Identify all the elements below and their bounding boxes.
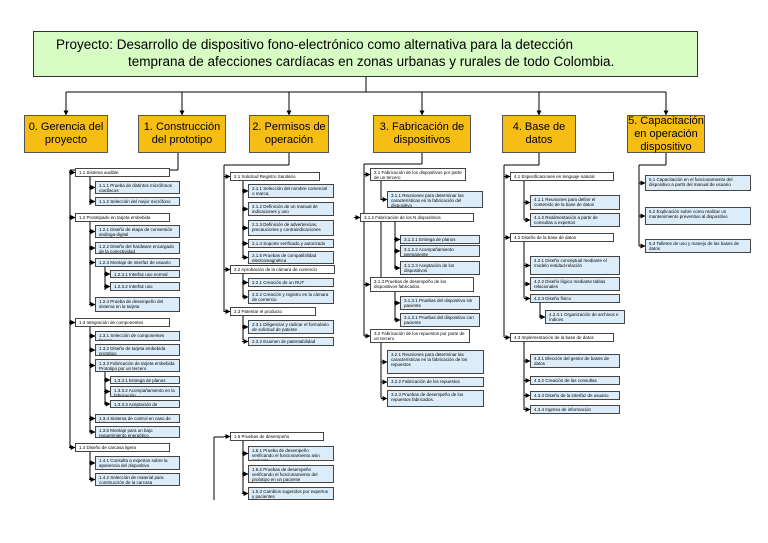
wbs-leaf-2-10: 2.3.1 Diligenciar y radicar el formulari… (248, 320, 334, 334)
level1-node-2: 2. Permisos de operación (249, 115, 329, 153)
wbs-leaf-2-4: 2.1.4 Soporte verificado y autorizado (248, 239, 334, 248)
wbs-leaf-1-21: 1.4.2 Selección de material para constru… (95, 473, 180, 486)
wbs-leaf-5-2: 5.3 Talleres de uso y manejo de las base… (645, 239, 751, 253)
wbs-subnode-2-9: 2.3 Patentar el producto (230, 307, 316, 316)
wbs-leaf-3-4: 3.1.2.2 Acompañamiento permanente (400, 245, 480, 257)
wbs-leaf-4-4: 4.2.1 Diseño conceptual mediante el mode… (530, 256, 620, 275)
wbs-leaf-1-5: 1.2.2 Diseño del hardware encargado de l… (95, 242, 180, 254)
wbs-leaf-1-16: 1.3.3.3 Aceptación de prototipo (110, 400, 180, 408)
wbs-leaf-1-20: 1.4.1 Consulta a expertos sobre la apari… (95, 456, 180, 470)
wbs-leaf-1-13: 1.3.3 Fabricación de tarjeta embebida Pr… (95, 359, 180, 372)
wbs-leaf-3-11: 3.2.2 Fabricación de los repuestos (387, 377, 484, 387)
wbs-leaf-4-10: 4.3.2 Creación de las consultas (530, 376, 620, 385)
wbs-subnode-4-8: 4.3 Implementación de la base de datos (510, 333, 614, 342)
wbs-leaf-1-9: 1.2.4 Prueba de desempeño del sistema en… (95, 297, 180, 312)
wbs-leaf-3-1: 3.1.1 Reuniones para determinar las cara… (387, 191, 483, 208)
wbs-leaf-2-5: 2.1.5 Pruebas de compatibilidad electrom… (248, 251, 334, 264)
wbs-leaf-1-1: 1.1.1 Prueba de distintos micrófonos car… (95, 181, 180, 194)
wbs-leaf-1-25: 1.5.3 Cambios sugeridos por expertos y p… (248, 487, 334, 500)
wbs-subnode-3-2: 3.1.2 Fabricación de los N dispositivos (360, 213, 474, 222)
wbs-leaf-3-12: 3.2.3 Pruebas de desempeño de los repues… (387, 390, 484, 407)
level1-node-3: 3. Fabricación de dispositivos (373, 115, 471, 153)
wbs-leaf-4-1: 4.1.1 Reuniones para definir el contenid… (530, 195, 620, 210)
wbs-leaf-1-4: 1.2.1 Diseño de etapa de conversión anál… (95, 225, 180, 238)
wbs-leaf-1-18: 1.3.5 Montaje para un bajo requerimiento… (95, 426, 180, 438)
wbs-leaf-3-5: 3.1.2.3 Aceptación de los dispositivos (400, 261, 480, 275)
wbs-leaf-2-11: 2.3.2 Examen de patentabilidad (248, 337, 334, 346)
wbs-leaf-4-2: 4.1.2 Realimentación a partir de consult… (530, 213, 620, 227)
wbs-leaf-1-23: 1.5.1 Prueba de desempeño verificando el… (248, 446, 334, 461)
wbs-leaf-5-0: 5.1 Capacitación en el funcionamiento de… (645, 175, 751, 191)
wbs-leaf-4-6: 4.2.3 Diseño físico (530, 294, 620, 303)
wbs-subnode-4-3: 4.2 Diseño de la base de datos (510, 233, 614, 242)
wbs-leaf-2-3: 2.1.3 Definición de advertencias, precau… (248, 220, 334, 236)
wbs-subnode-1-22: 1.5 Pruebas de desempeño (230, 432, 324, 441)
wbs-subnode-2-6: 2.2 Aprobación de la cámara de comercio (230, 265, 335, 274)
wbs-leaf-1-24: 1.5.2 Pruebas de desempeño verificando e… (248, 465, 334, 483)
wbs-leaf-4-9: 4.3.1 Elección del gestor de bases de da… (530, 354, 620, 368)
wbs-leaf-3-7: 3.1.3.1 Pruebas del dispositivo sin paci… (400, 296, 480, 310)
wbs-leaf-4-11: 4.3.3 Diseño de la interfaz de usuario (530, 391, 620, 400)
wbs-leaf-1-6: 1.2.3 Montaje de interfaz de usuario (95, 258, 180, 267)
wbs-subnode-1-10: 1.3 Integración de componentes (75, 318, 170, 327)
wbs-leaf-1-14: 1.3.3.1 Entrega de planos (110, 376, 180, 384)
level1-node-5: 5. Capacitación en operación dispositivo (627, 114, 705, 153)
wbs-leaf-3-10: 3.2.1 Reuniones para determinar las cara… (387, 350, 484, 374)
wbs-leaf-3-8: 3.1.3.1 Pruebas del dispositivo con paci… (400, 313, 480, 327)
wbs-leaf-1-11: 1.3.1 Selección de componentes ligeros (95, 331, 180, 341)
wbs-leaf-5-1: 5.2 Explicación sobre como realizar un m… (645, 207, 751, 225)
wbs-subnode-1-0: 1.1 Sistema audible (75, 168, 170, 177)
wbs-leaf-1-15: 1.3.3.2 Acompañamiento en la fabricación (110, 386, 180, 397)
wbs-leaf-1-2: 1.1.2 Selección del mejor micrófono (95, 197, 180, 206)
level1-node-4: 4. Base de datos (502, 115, 576, 153)
wbs-leaf-2-8: 2.2.2 Creación y registro en la cámara d… (248, 290, 334, 304)
level1-node-1: 1. Construcción del prototipo (138, 115, 226, 153)
wbs-leaf-1-7: 1.2.3.1 Interfaz uso normal (110, 270, 180, 278)
wbs-leaf-3-3: 3.1.2.1 Entrega de planos (400, 235, 480, 244)
wbs-leaf-4-5: 4.2.2 Diseño lógico mediante tablas rela… (530, 277, 620, 291)
wbs-leaf-4-12: 4.3.4 Ingreso de información (530, 405, 620, 414)
wbs-subnode-3-6: 3.1.3 Pruebas de desempeño de los dispos… (370, 277, 474, 292)
wbs-leaf-1-8: 1.2.3.2 Interfaz uso emergencias (110, 282, 180, 291)
wbs-leaf-2-2: 2.1.2 Definición de un manual de indicac… (248, 202, 334, 216)
wbs-leaf-1-12: 1.3.2 Diseño de tarjeta embebida prototi… (95, 344, 180, 356)
wbs-subnode-1-19: 1.4 Diseño de carcasa ligera (75, 443, 170, 452)
project-title-line-2: temprana de afecciones cardíacas en zona… (128, 54, 615, 69)
wbs-subnode-3-0: 3.1 Fabricación de los dispositivos por … (370, 168, 466, 181)
wbs-subnode-1-3: 1.2 Prototipado en tarjeta embebida (75, 213, 170, 222)
wbs-subnode-4-0: 4.1 Especificaciones en lenguaje natural (510, 172, 614, 181)
project-root-node: Proyecto: Desarrollo de dispositivo fono… (33, 31, 698, 77)
project-title-line-1: Proyecto: Desarrollo de dispositivo fono… (56, 37, 574, 52)
wbs-subnode-2-0: 2.1 Solicitud Registro Sanitario (230, 172, 320, 181)
wbs-leaf-2-7: 2.2.1 Creación de un RUT (248, 278, 334, 287)
wbs-leaf-2-1: 2.1.1 Selección del nombre comercial o m… (248, 184, 334, 198)
wbs-subnode-3-9: 3.2 Fabricación de los repuestos por par… (370, 329, 470, 343)
wbs-leaf-1-17: 1.3.4 Sistema de control en caso de fall… (95, 414, 180, 423)
level1-node-0: 0. Gerencia del proyecto (24, 115, 108, 153)
wbs-leaf-4-7: 4.2.3.1 Organización de archivos e índic… (545, 310, 625, 324)
